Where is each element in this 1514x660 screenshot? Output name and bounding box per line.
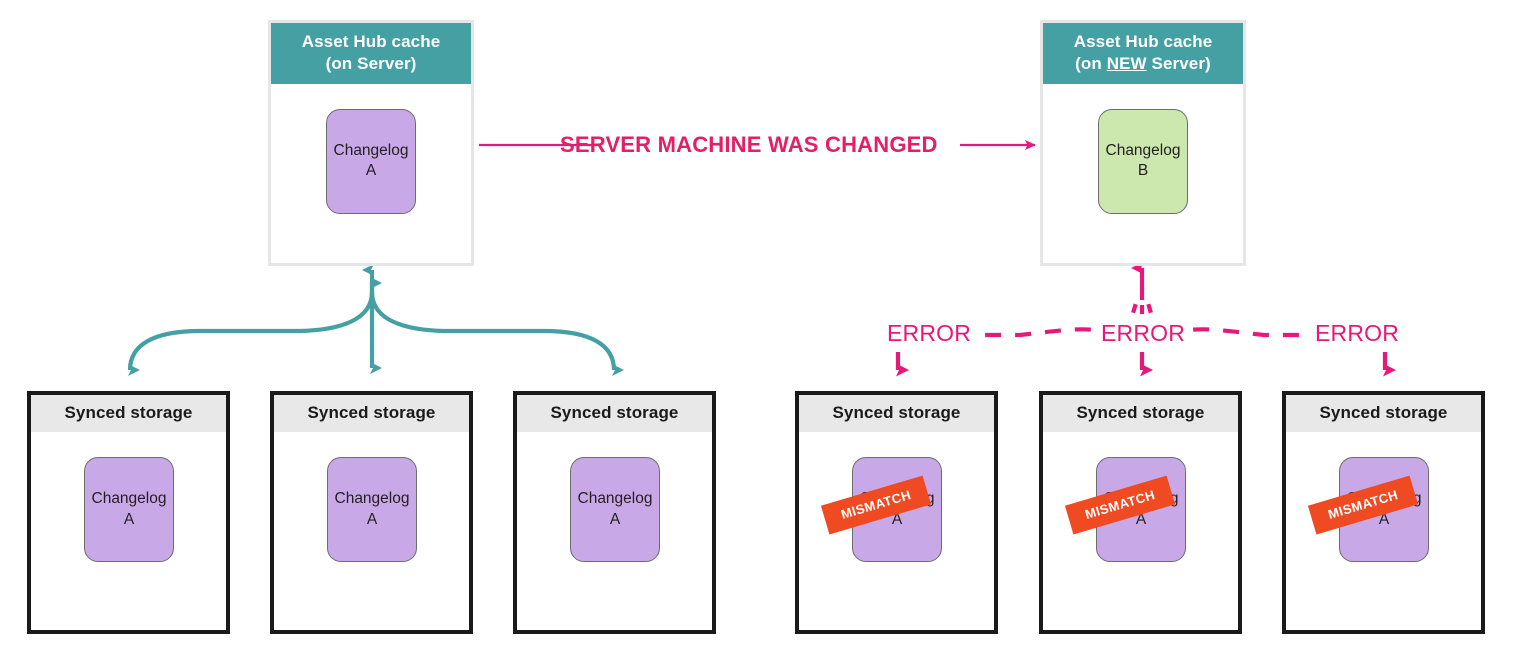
synced-storage-left-1: Synced storage Changelog A — [27, 391, 230, 634]
synced-storage-body: Changelog A MISMATCH — [1043, 432, 1238, 589]
hub-title-line2-post: Server) — [357, 53, 417, 73]
changelog-a-store: Changelog A — [327, 457, 417, 562]
asset-hub-cache-server: Asset Hub cache (on Server) Changelog A — [268, 20, 474, 266]
asset-hub-cache-new-server-body: Changelog B — [1043, 84, 1243, 252]
hub-title-line1: Asset Hub cache — [301, 32, 441, 51]
changelog-version: A — [1135, 510, 1147, 528]
changelog-version: A — [1378, 510, 1390, 528]
hub-title-line2-pre: (on — [1075, 53, 1107, 73]
error-label-right: ERROR — [1312, 320, 1403, 347]
asset-hub-cache-server-header: Asset Hub cache (on Server) — [271, 23, 471, 84]
synced-storage-header: Synced storage — [517, 395, 712, 432]
changelog-version: A — [366, 510, 378, 528]
asset-hub-cache-new-server-header: Asset Hub cache (on NEW Server) — [1043, 23, 1243, 84]
synced-storage-body: Changelog A — [517, 432, 712, 589]
changelog-version: B — [1137, 162, 1149, 179]
synced-storage-header: Synced storage — [799, 395, 994, 432]
asset-hub-cache-new-server: Asset Hub cache (on NEW Server) Changelo… — [1040, 20, 1246, 266]
error-label-left: ERROR — [884, 320, 975, 347]
error-connector-right — [895, 261, 1396, 377]
error-label-center: ERROR — [1098, 320, 1189, 347]
changelog-name: Changelog — [91, 490, 167, 508]
hub-title-line1: Asset Hub cache — [1073, 32, 1213, 51]
synced-storage-body: Changelog A — [274, 432, 469, 589]
changelog-name: Changelog — [577, 490, 653, 508]
synced-storage-body: Changelog A MISMATCH — [799, 432, 994, 589]
changelog-a-store: Changelog A — [570, 457, 660, 562]
synced-storage-header: Synced storage — [31, 395, 226, 432]
synced-storage-right-2: Synced storage Changelog A MISMATCH — [1039, 391, 1242, 634]
hub-title-line2-pre: (on — [325, 53, 358, 73]
changelog-name: Changelog — [334, 490, 410, 508]
changelog-version: A — [891, 510, 903, 528]
changelog-a-store: Changelog A — [84, 457, 174, 562]
changelog-version: A — [365, 162, 377, 179]
changelog-b-hub: Changelog B — [1098, 108, 1188, 214]
synced-storage-header: Synced storage — [1286, 395, 1481, 432]
changelog-name: Changelog — [333, 141, 409, 159]
changelog-version: A — [123, 510, 135, 528]
synced-storage-body: Changelog A — [31, 432, 226, 589]
caption-server-changed: SERVER MACHINE WAS CHANGED — [560, 132, 938, 157]
changelog-version: A — [609, 510, 621, 528]
synced-storage-left-3: Synced storage Changelog A — [513, 391, 716, 634]
synced-storage-header: Synced storage — [1043, 395, 1238, 432]
synced-storage-body: Changelog A MISMATCH — [1286, 432, 1481, 589]
synced-storage-right-3: Synced storage Changelog A MISMATCH — [1282, 391, 1485, 634]
synced-storage-header: Synced storage — [274, 395, 469, 432]
hub-title-line2-post: Server) — [1146, 53, 1211, 73]
changelog-a-hub: Changelog A — [326, 108, 416, 214]
changelog-name: Changelog — [1105, 141, 1181, 159]
asset-hub-cache-server-body: Changelog A — [271, 84, 471, 252]
sync-connector-left — [127, 264, 624, 377]
synced-storage-left-2: Synced storage Changelog A — [270, 391, 473, 634]
hub-title-line2-underline: NEW — [1106, 53, 1147, 73]
synced-storage-right-1: Synced storage Changelog A MISMATCH — [795, 391, 998, 634]
